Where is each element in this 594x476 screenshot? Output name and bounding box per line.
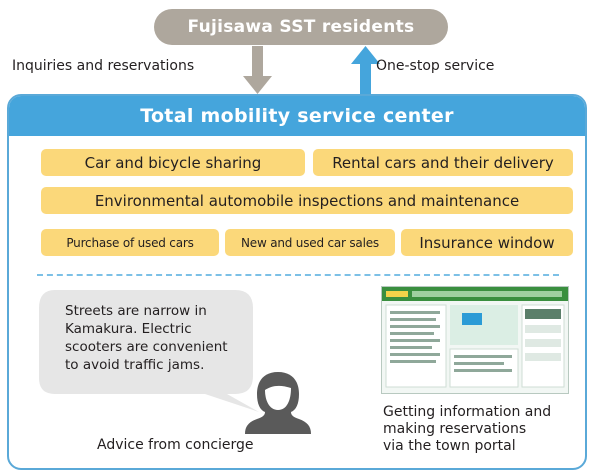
up-arrow-icon <box>351 46 380 95</box>
residents-title: Fujisawa SST residents <box>187 17 415 37</box>
speech-bubble <box>39 290 259 412</box>
down-arrow-icon <box>243 46 272 94</box>
portal-caption: Getting information and making reservati… <box>383 404 551 455</box>
concierge-speech: Streets are narrow in Kamakura. Electric… <box>65 303 228 373</box>
service-purchase-used-cars: Purchase of used cars <box>41 229 219 256</box>
mobility-center-title: Total mobility service center <box>9 96 585 136</box>
service-car-bicycle-sharing: Car and bicycle sharing <box>41 149 305 176</box>
one-stop-label: One-stop service <box>376 58 495 74</box>
mobility-center-title-text: Total mobility service center <box>140 105 454 127</box>
service-inspections-maintenance: Environmental automobile inspections and… <box>41 187 573 214</box>
residents-header: Fujisawa SST residents <box>154 9 448 45</box>
concierge-caption: Advice from concierge <box>97 437 254 453</box>
service-car-sales: New and used car sales <box>225 229 395 256</box>
portal-caption-line-2: making reservations <box>383 421 527 437</box>
section-divider <box>37 274 559 276</box>
portal-caption-line-1: Getting information and <box>383 404 552 420</box>
inquiries-label: Inquiries and reservations <box>12 58 195 74</box>
town-portal-screenshot <box>381 286 569 394</box>
service-rental-cars: Rental cars and their delivery <box>313 149 573 176</box>
person-icon <box>245 372 311 434</box>
mobility-center-panel: Total mobility service center Car and bi… <box>7 94 587 470</box>
portal-caption-line-3: via the town portal <box>383 438 516 454</box>
service-insurance-window: Insurance window <box>401 229 573 256</box>
